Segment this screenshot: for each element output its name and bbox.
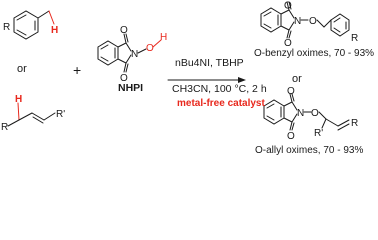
- product2-r-substituent: R: [351, 118, 358, 129]
- nhpi-carbonyl-o-bottom: O: [120, 73, 128, 84]
- product1-benzene-ring: [330, 13, 350, 37]
- nhpi-oxygen: O: [146, 43, 154, 54]
- reaction-arrow: [167, 77, 246, 83]
- product1-carbonyl-o-bottom: O: [284, 38, 292, 49]
- benzylic-bond: [37, 10, 50, 19]
- allyl-r-substituent: R: [1, 122, 8, 133]
- allylic-h-atom: H: [15, 94, 22, 105]
- reaction-scheme: H R H R R' O O N O H O O N O R O O N O R…: [1, 0, 358, 142]
- or-label-products: or: [292, 73, 302, 85]
- benzylic-h-atom: H: [51, 25, 58, 36]
- product1-caption: O-benzyl oximes, 70 - 93%: [254, 48, 375, 59]
- nhpi-label: NHPI: [118, 82, 144, 94]
- product2-caption: O-allyl oximes, 70 - 93%: [255, 145, 364, 156]
- benzylic-ch-bond: [48, 10, 55, 25]
- nhpi-carbonyl-o-top: O: [120, 25, 128, 36]
- plus-sign: +: [73, 62, 82, 78]
- nhpi-structure: [97, 33, 162, 73]
- allyl-substrate: [7, 102, 56, 127]
- benzyl-r-substituent: R: [3, 22, 10, 33]
- allylic-ch-bond: [17, 102, 20, 121]
- product1-carbonyl-o-top: O: [284, 0, 292, 11]
- benzyl-substrate: [13, 10, 55, 40]
- allyl-rprime-substituent: R': [56, 109, 65, 120]
- product-allyl-oxime: [263, 93, 350, 131]
- benzene-ring: [13, 10, 39, 40]
- product2-oxygen: O: [311, 108, 319, 119]
- metal-free-catalyst-label: metal-free catalyst: [177, 98, 265, 109]
- product2-carbonyl-o-top: O: [287, 86, 295, 97]
- nhpi-oh-bond: [152, 39, 162, 48]
- condition-solvent-temp: CH3CN, 100 °C, 2 h: [172, 83, 267, 95]
- product1-nitrogen: N: [294, 16, 301, 27]
- or-label-reactants: or: [17, 63, 27, 75]
- product2-nitrogen: N: [297, 108, 304, 119]
- nhpi-hydrogen: H: [160, 32, 167, 43]
- product1-r-substituent: R: [351, 33, 358, 44]
- product2-carbonyl-o-bottom: O: [287, 131, 295, 142]
- nhpi-nitrogen: N: [131, 49, 138, 60]
- product-benzyl-oxime: [260, 1, 350, 39]
- condition-reagents: nBu4NI, TBHP: [175, 57, 244, 69]
- product1-oxygen: O: [309, 16, 317, 27]
- product2-rprime-substituent: R': [314, 128, 323, 139]
